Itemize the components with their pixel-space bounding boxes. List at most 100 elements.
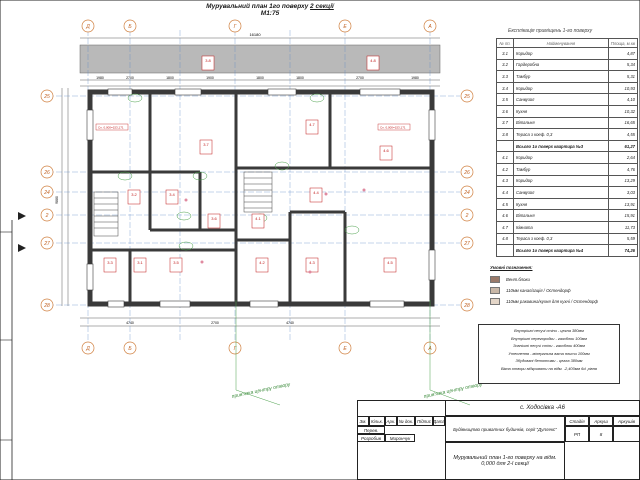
row-name: Тамбур — [513, 162, 609, 176]
stamp-col-doc: № док. — [397, 416, 415, 426]
legend: Умовні позначення: Вент.блоки 110мм кана… — [490, 265, 598, 307]
svg-text:1980: 1980 — [411, 76, 419, 80]
wall-markers — [117, 93, 360, 251]
row-area: 4,55 — [607, 128, 639, 141]
axis-markers-right: 25 26 24 2 27 28 — [460, 89, 474, 312]
section-markers — [18, 212, 26, 252]
row-num: 4.1 — [496, 151, 514, 164]
row-name: Тераса з коеф. 0,3 — [513, 128, 609, 141]
row-area: 4,87 — [607, 47, 639, 60]
axis-markers-top: Д Б Г Е А — [81, 19, 437, 33]
col-area: Площа, м.кв — [607, 38, 639, 48]
legend-label: Вент.блоки — [506, 277, 530, 282]
stamp-project: Будівництво приватних будинків, серії "Д… — [445, 416, 565, 442]
overall-dim: 16180 — [249, 32, 261, 37]
note-line: Утеплення - мінеральна вата плити 100мм — [508, 350, 590, 356]
note-line: Внутрішні несучі стіни - цегла 380мм — [514, 328, 584, 333]
dims-top — [80, 37, 440, 87]
svg-text:1980: 1980 — [96, 76, 104, 80]
svg-text:24: 24 — [463, 190, 470, 196]
stamp-stage-header: Стадія — [565, 416, 589, 426]
note-line: Збудовані бетонними - цегла 380мм — [515, 358, 583, 363]
dims-bottom — [80, 317, 440, 327]
row-area: 2,64 — [607, 151, 639, 164]
row-name: Кухня — [513, 197, 609, 211]
svg-text:2: 2 — [465, 213, 469, 219]
svg-text:3.1: 3.1 — [137, 260, 143, 265]
stamp-col-date: Дата — [433, 416, 445, 426]
legend-item: Вент.блоки — [490, 274, 598, 285]
row-name: Санвузол — [513, 93, 609, 106]
dims-left — [61, 88, 69, 306]
stamp-sheets-header: Аркушів — [613, 416, 640, 426]
svg-text:3.3: 3.3 — [107, 260, 113, 265]
roof-band — [79, 44, 441, 74]
svg-text:Г: Г — [234, 24, 238, 30]
row-name: Кімната — [513, 220, 609, 234]
row-area: 5,59 — [607, 232, 639, 246]
row-name: Коридор — [513, 174, 609, 188]
row-area: 10,32 — [607, 104, 639, 118]
row-num — [496, 244, 514, 257]
row-num — [496, 139, 514, 153]
wall-notes: Внутрішні несучі стіни - цегла 380мм Вну… — [478, 324, 620, 384]
svg-text:24: 24 — [43, 190, 50, 196]
stairs — [93, 171, 273, 237]
row-num: 3.3 — [496, 70, 514, 83]
axis-lines — [48, 30, 460, 340]
row-num: 4.6 — [496, 209, 514, 222]
row-num: 4.5 — [496, 197, 514, 211]
svg-text:Е: Е — [343, 346, 347, 352]
svg-text:3.6: 3.6 — [211, 216, 217, 221]
svg-text:1900: 1900 — [206, 76, 214, 80]
row-num: 3.6 — [496, 104, 514, 118]
svg-text:4.3: 4.3 — [309, 260, 315, 265]
stamp-sheets — [613, 426, 640, 442]
axis-markers-left: 25 26 24 2 27 28 — [40, 89, 54, 312]
stamp-person: Мирончук — [385, 434, 415, 442]
svg-text:Б: Б — [128, 346, 132, 352]
svg-text:Сп. 0,000=153,171: Сп. 0,000=153,171 — [98, 126, 124, 130]
row-area: 61,27 — [607, 139, 639, 153]
svg-text:Г: Г — [234, 346, 238, 352]
stamp-sheet-header: Аркуш — [589, 416, 613, 426]
interior-walls — [90, 92, 432, 304]
stamp-col-zm: Зм. — [357, 416, 369, 426]
row-num: 3.4 — [496, 81, 514, 95]
svg-text:28: 28 — [463, 303, 470, 309]
row-name: Санвузол — [513, 186, 609, 199]
row-area: 16,65 — [607, 116, 639, 130]
row-num: 3.7 — [496, 116, 514, 130]
row-num: 4.2 — [496, 162, 514, 176]
svg-text:27: 27 — [463, 241, 470, 247]
svg-text:1800: 1800 — [256, 76, 264, 80]
stamp-address: с. Ходосівка -А6 — [445, 400, 640, 416]
svg-text:28: 28 — [43, 303, 50, 309]
explication-header: № пп. Найменування Площа, м.кв — [496, 38, 639, 48]
svg-text:1800: 1800 — [166, 76, 174, 80]
svg-text:4.4: 4.4 — [313, 190, 319, 195]
svg-text:3.7: 3.7 — [203, 142, 209, 147]
svg-text:3.4: 3.4 — [169, 192, 175, 197]
row-name: Вітальня — [513, 209, 609, 222]
stamp-sheet: 8 — [589, 426, 613, 442]
note-line: Зовнішні несучі стіни - газоблок 400мм — [513, 343, 585, 348]
svg-text:Сп. 0,000=153,171: Сп. 0,000=153,171 — [380, 126, 406, 130]
svg-text:Е: Е — [343, 24, 347, 30]
row-num: 3.8 — [496, 128, 514, 141]
stamp-role-check: Перев. — [357, 426, 385, 434]
col-num: № пп. — [496, 38, 514, 48]
